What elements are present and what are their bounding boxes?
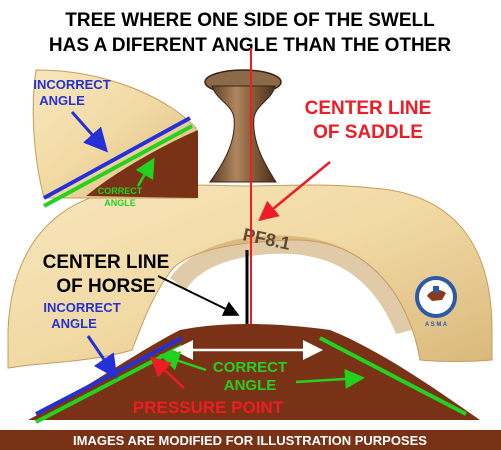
incorrect-label-line1: INCORRECT	[43, 300, 120, 315]
inset-correct-line	[43, 124, 193, 208]
asma-logo-text: A S M A	[425, 322, 448, 328]
inset-incorrect-line1: INCORRECT	[33, 77, 110, 92]
incorrect-arrow	[86, 335, 118, 379]
inset-incorrect-line2: ANGLE	[39, 93, 85, 108]
asma-logo	[415, 276, 457, 318]
horse-center-label-line1: CENTER LINE	[43, 252, 170, 273]
right-correct-angle-line	[319, 336, 467, 416]
inset-correct-line1: CORRECT	[98, 186, 143, 196]
incorrect-label-line2: ANGLE	[51, 316, 97, 331]
horse-center-arrow	[157, 275, 240, 316]
title-line-2: HAS A DIFERENT ANGLE THAN THE OTHER	[49, 35, 451, 56]
title-line-1: TREE WHERE ONE SIDE OF THE SWELL	[65, 10, 435, 31]
inset-correct-arrow	[135, 157, 155, 187]
pressure-point-label: PRESSURE POINT	[133, 398, 284, 417]
horse-back	[28, 324, 480, 420]
saddle-center-arrow	[258, 161, 331, 222]
inset-incorrect-arrow	[70, 111, 108, 153]
pressure-point-arrow	[150, 356, 185, 389]
correct-arrow-right	[295, 368, 365, 389]
correct-label-line1: CORRECT	[213, 359, 287, 376]
saddle-center-label-line2: OF SADDLE	[313, 122, 423, 143]
inset-correct-line2: ANGLE	[104, 198, 136, 208]
saddle-center-label-line1: CENTER LINE	[305, 98, 432, 119]
footer-text: IMAGES ARE MODIFIED FOR ILLUSTRATION PUR…	[73, 433, 427, 448]
footer-bar	[0, 430, 501, 450]
arch-shading	[170, 235, 412, 334]
horse-center-label-line2: OF HORSE	[56, 276, 155, 297]
saddle-horn	[209, 85, 277, 183]
correct-label-line2: ANGLE	[224, 377, 277, 394]
inset-panel	[32, 69, 198, 208]
inset-incorrect-line	[43, 116, 191, 200]
